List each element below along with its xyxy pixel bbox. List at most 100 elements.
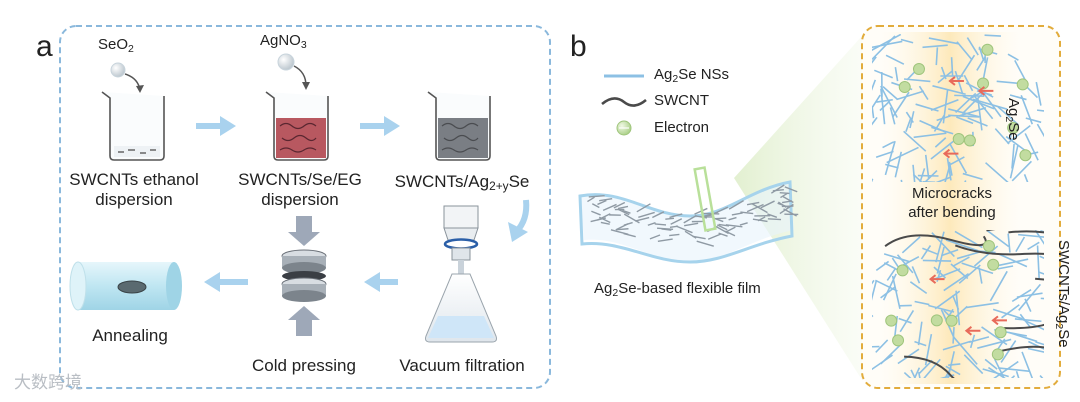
film-fiber [615,223,629,231]
film-fiber [725,224,743,228]
film-fiber [767,213,778,218]
nanosheet-fiber [924,169,938,182]
nanosheet-fiber [982,57,989,81]
film-fiber [635,216,650,222]
film-fiber [623,213,640,224]
film-fiber [657,238,673,243]
watermark: 大数跨境 [14,373,82,392]
film-fiber [716,224,728,231]
carrier-arrow [942,148,959,159]
nanosheet-fiber [935,176,952,182]
film-fiber [767,218,782,221]
nanosheet-fiber [896,90,925,101]
nanosheet-fiber [956,250,982,260]
film-fiber [725,226,736,233]
film-fiber [622,209,631,214]
film-fiber [602,203,617,212]
nanosheet-fiber [1011,160,1032,182]
electron-dot [991,348,1004,361]
nanosheet-fiber [880,343,902,365]
nanosheet-fiber [1027,347,1044,353]
nanosheet-fiber [954,70,964,95]
nanosheet-fiber [948,108,981,118]
electron-dot [930,314,943,327]
carrier-arrow [991,315,1007,326]
nanosheet-fiber [945,365,961,376]
legend-electron-label: Electron [654,119,710,136]
nanosheet-fiber [913,367,921,378]
nanosheet-fiber [883,253,910,263]
nanosheet-fiber [922,259,952,262]
nanosheet-fiber [1011,289,1032,303]
nanosheet-fiber [1010,375,1016,378]
nanosheet-fiber [932,268,961,281]
nanosheet-fiber [872,56,877,64]
nanosheet-fiber [872,280,878,301]
nanosheet-fiber [950,57,954,77]
nanosheet-fiber [967,117,988,127]
electron-dot [952,133,965,146]
nanosheet-fiber [1021,351,1034,378]
electron-dot [896,264,909,277]
nanosheet-fiber [1001,304,1020,319]
flexible-film-icon [578,166,799,264]
nanosheet-fiber [1014,318,1042,323]
nanosheet-fiber [956,116,974,125]
panel-a-letter: a [36,30,53,63]
nanosheet-fiber [948,363,961,367]
nanosheet-fiber [1000,340,1017,363]
cold-pressing-icon [281,216,327,336]
nanosheet-fiber [930,137,959,160]
nanosheet-fiber [941,249,959,257]
nanosheet-fiber [914,300,930,306]
nanosheet-fiber [872,79,877,91]
electron-dot [898,81,911,94]
nanosheet-fiber [997,252,1028,268]
step-5-caption: Cold pressing [252,356,356,375]
nanosheet-fiber [917,321,923,346]
nanosheet-fiber [948,142,968,174]
film-fiber [588,194,605,198]
nanosheet-fiber [872,34,902,51]
nanosheet-fiber [1038,271,1044,275]
film-fiber [591,210,601,216]
nanosheet-fiber [923,358,941,378]
nanosheet-fiber [917,372,921,378]
zoom-beam [734,36,862,380]
electron-dot [912,63,925,76]
nanosheet-fiber [1007,233,1011,253]
beaker-se-eg-icon [265,91,329,161]
nanosheet-fiber [986,230,1010,248]
nanosheet-fiber [955,290,961,326]
nanosheet-fiber [918,359,933,374]
swcnt-ag2se-network [872,230,1044,378]
nanosheet-fiber [901,255,920,267]
film-fiber [780,192,789,199]
panel-a-frame [59,25,551,389]
nanosheet-fiber [928,37,959,45]
nanosheet-fiber [872,40,903,49]
zoom-top-label: Ag2Se [1003,98,1022,141]
nanosheet-fiber [956,41,973,61]
nanosheet-fiber [1014,60,1026,81]
nanosheet-fiber [1015,370,1020,378]
seo2-arrowhead [136,85,144,93]
nanosheet-fiber [993,360,1019,378]
swcnt-tube [993,345,1044,354]
nanosheet-fiber [894,151,903,178]
film-fiber [746,201,760,206]
electron-dot [982,239,995,252]
nanosheet-fiber [976,56,987,71]
nanosheet-fiber [963,74,974,92]
carrier-arrow [977,86,994,96]
film-fiber [728,199,744,210]
legend-swcnt-swatch [601,97,647,107]
nanosheet-fiber [875,339,889,353]
nanosheet-fiber [903,371,912,378]
nanosheet-fiber [922,44,948,49]
nanosheet-fiber [1039,375,1044,378]
film-fiber [654,223,667,226]
nanosheet-fiber [965,302,999,309]
nanosheet-fiber [997,265,1014,270]
